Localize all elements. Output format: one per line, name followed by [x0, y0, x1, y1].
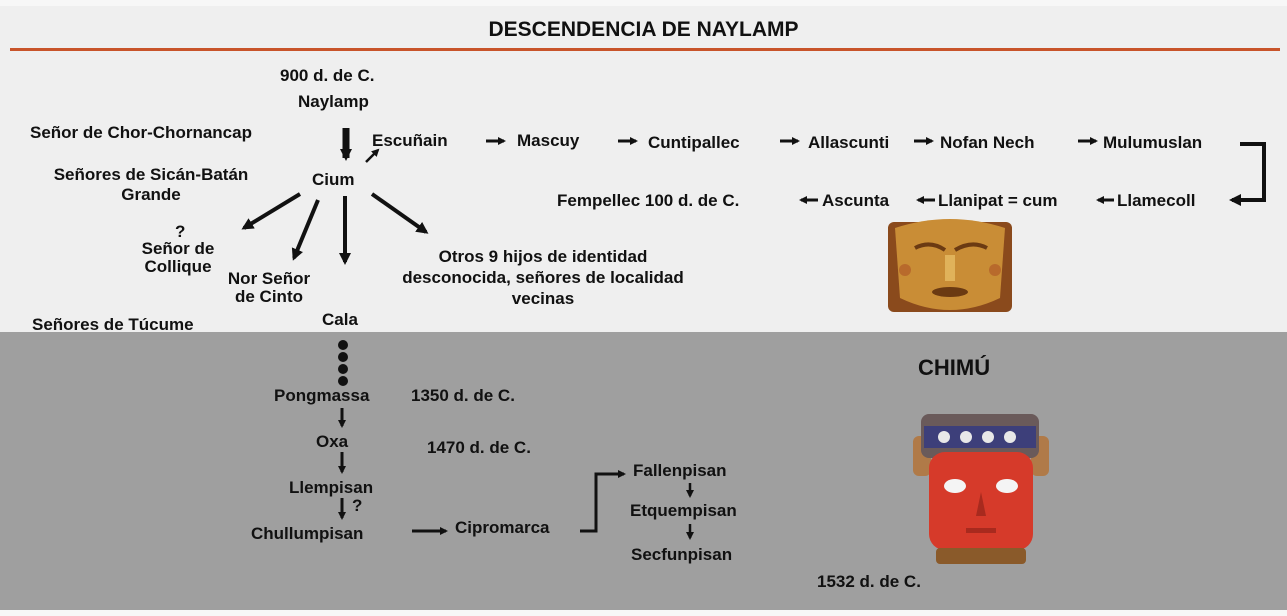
- ellipsis-dot: [338, 376, 348, 386]
- naylamp-label: Naylamp: [298, 92, 369, 111]
- chain-top-1: Mascuy: [517, 131, 580, 150]
- sican-label: Señores de Sicán-Batán Grande: [53, 165, 249, 204]
- cinto-label: Nor Señor de Cinto: [227, 269, 311, 306]
- chain-top-2: Cuntipallec: [648, 133, 740, 152]
- date-1532: 1532 d. de C.: [817, 572, 921, 591]
- collique-question: ?: [175, 222, 186, 241]
- date-1350: 1350 d. de C.: [411, 386, 515, 405]
- chain-top-5: Mulumuslan: [1103, 133, 1203, 152]
- chimu-section: [0, 332, 1287, 616]
- tucume-label: Señores de Túcume: [32, 315, 194, 334]
- llempisan-question: ?: [352, 496, 363, 515]
- ellipsis-dot: [338, 352, 348, 362]
- etquempisan-label: Etquempisan: [630, 501, 737, 520]
- chain-top-3: Allascunti: [808, 133, 890, 152]
- cala-label: Cala: [322, 310, 358, 329]
- bottom-strip: [0, 610, 1287, 616]
- secfunpisan-label: Secfunpisan: [631, 545, 733, 564]
- otros-label: Otros 9 hijos de identidad desconocida, …: [402, 247, 684, 308]
- chimu-title: CHIMÚ: [918, 355, 991, 380]
- llempisan-label: Llempisan: [289, 478, 374, 497]
- title-rule: [10, 48, 1280, 51]
- page-title: DESCENDENCIA DE NAYLAMP: [488, 18, 799, 41]
- ellipsis-dot: [338, 364, 348, 374]
- cium-label: Cium: [312, 170, 355, 189]
- top-strip: [0, 0, 1287, 6]
- oxa-label: Oxa: [316, 432, 349, 451]
- chain-bottom-0: Llamecoll: [1117, 191, 1196, 210]
- date-1470: 1470 d. de C.: [427, 438, 531, 457]
- chain-bottom-2: Ascunta: [822, 191, 890, 210]
- chain-bottom-3: Fempellec 100 d. de C.: [557, 191, 740, 210]
- collique-label: Señor de Collique: [141, 239, 215, 276]
- naylamp-section: [0, 0, 1287, 332]
- chain-bottom-1: Llanipat = cum: [938, 191, 1058, 210]
- fallenpisan-label: Fallenpisan: [633, 461, 727, 480]
- chor-label: Señor de Chor-Chornancap: [30, 123, 252, 142]
- chullumpisan-label: Chullumpisan: [251, 524, 364, 543]
- cipromarca-label: Cipromarca: [455, 518, 550, 537]
- chain-top-0: Escuñain: [372, 131, 448, 150]
- pongmassa-label: Pongmassa: [274, 386, 370, 405]
- ellipsis-dot: [338, 340, 348, 350]
- naylamp-date: 900 d. de C.: [280, 66, 375, 85]
- chain-top-4: Nofan Nech: [940, 133, 1035, 152]
